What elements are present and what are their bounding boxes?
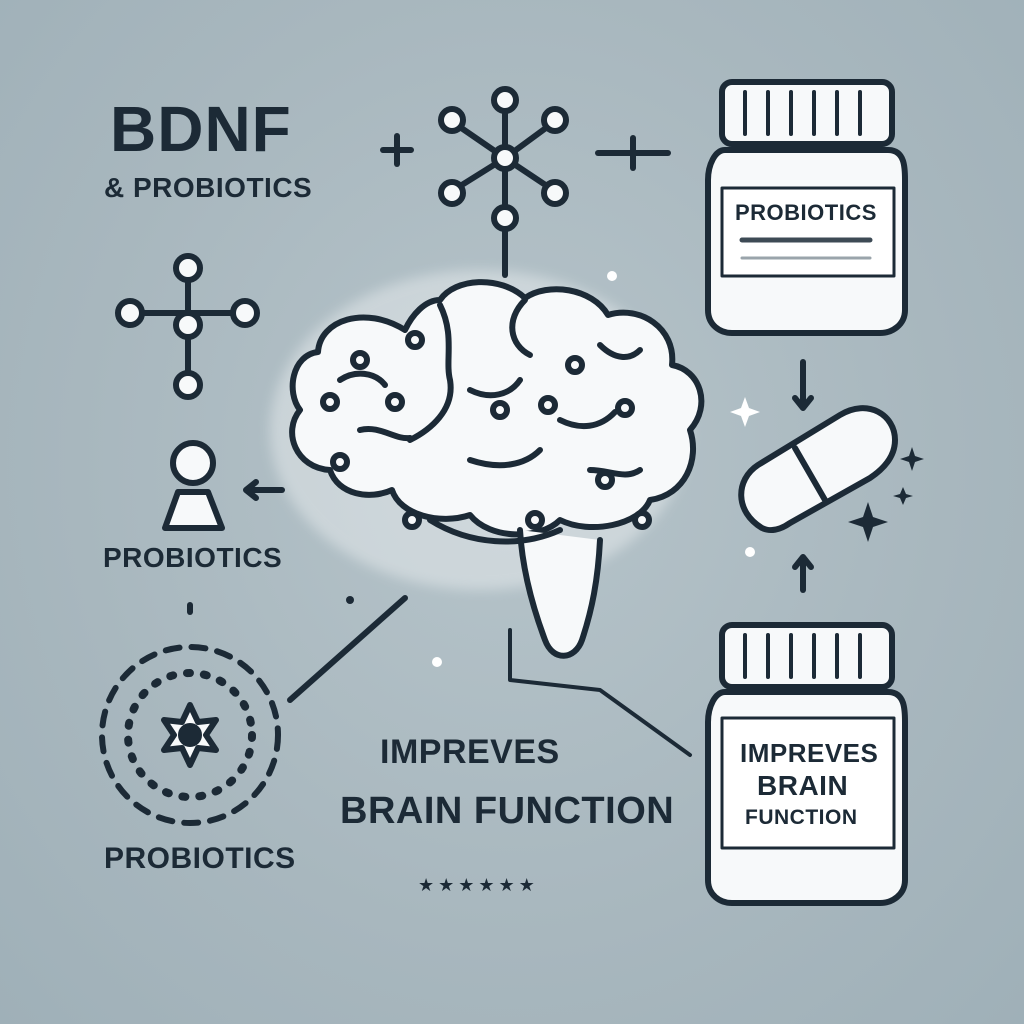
person-icon bbox=[162, 440, 225, 531]
connector-stem-line bbox=[508, 628, 692, 757]
jar-bottom-label-line3: FUNCTION bbox=[745, 806, 858, 829]
title-sub: & PROBIOTICS bbox=[104, 172, 313, 203]
sparkle-white-icons bbox=[346, 271, 760, 667]
rating-stars: ★★★★★★ bbox=[418, 875, 539, 895]
jar-bottom-label-line1: IMPREVES bbox=[740, 738, 879, 768]
jar-top-label: PROBIOTICS bbox=[735, 200, 877, 225]
arrow-plus-icon bbox=[595, 135, 671, 171]
label-circle-probiotics: PROBIOTICS bbox=[104, 842, 296, 875]
molecule-left-icon bbox=[115, 253, 260, 400]
arrow-left-icon bbox=[243, 479, 285, 501]
center-label-line1: IMPREVES bbox=[380, 733, 560, 771]
arrow-up-icon bbox=[792, 554, 814, 593]
brain-icon bbox=[289, 279, 705, 659]
label-person-probiotics: PROBIOTICS bbox=[103, 542, 283, 573]
sparkle-white-icon bbox=[730, 397, 760, 427]
sparkle-icon bbox=[893, 487, 913, 505]
arrow-down-icon bbox=[792, 359, 814, 411]
connector-line bbox=[287, 595, 408, 703]
plus-icon bbox=[380, 133, 414, 167]
jar-bottom-label-line2: BRAIN bbox=[757, 770, 849, 801]
capsule-icon bbox=[738, 405, 898, 534]
molecule-icon bbox=[438, 86, 569, 278]
sparkle-icon bbox=[900, 447, 924, 471]
probiotic-circle-icon bbox=[99, 644, 281, 826]
sparkle-icons bbox=[848, 447, 924, 542]
jar-bottom-icon bbox=[705, 622, 908, 906]
title-main: BDNF bbox=[110, 93, 292, 165]
sparkle-icon bbox=[848, 502, 888, 542]
jar-top-icon bbox=[705, 79, 908, 336]
center-label-line2: BRAIN FUNCTION bbox=[340, 790, 675, 832]
